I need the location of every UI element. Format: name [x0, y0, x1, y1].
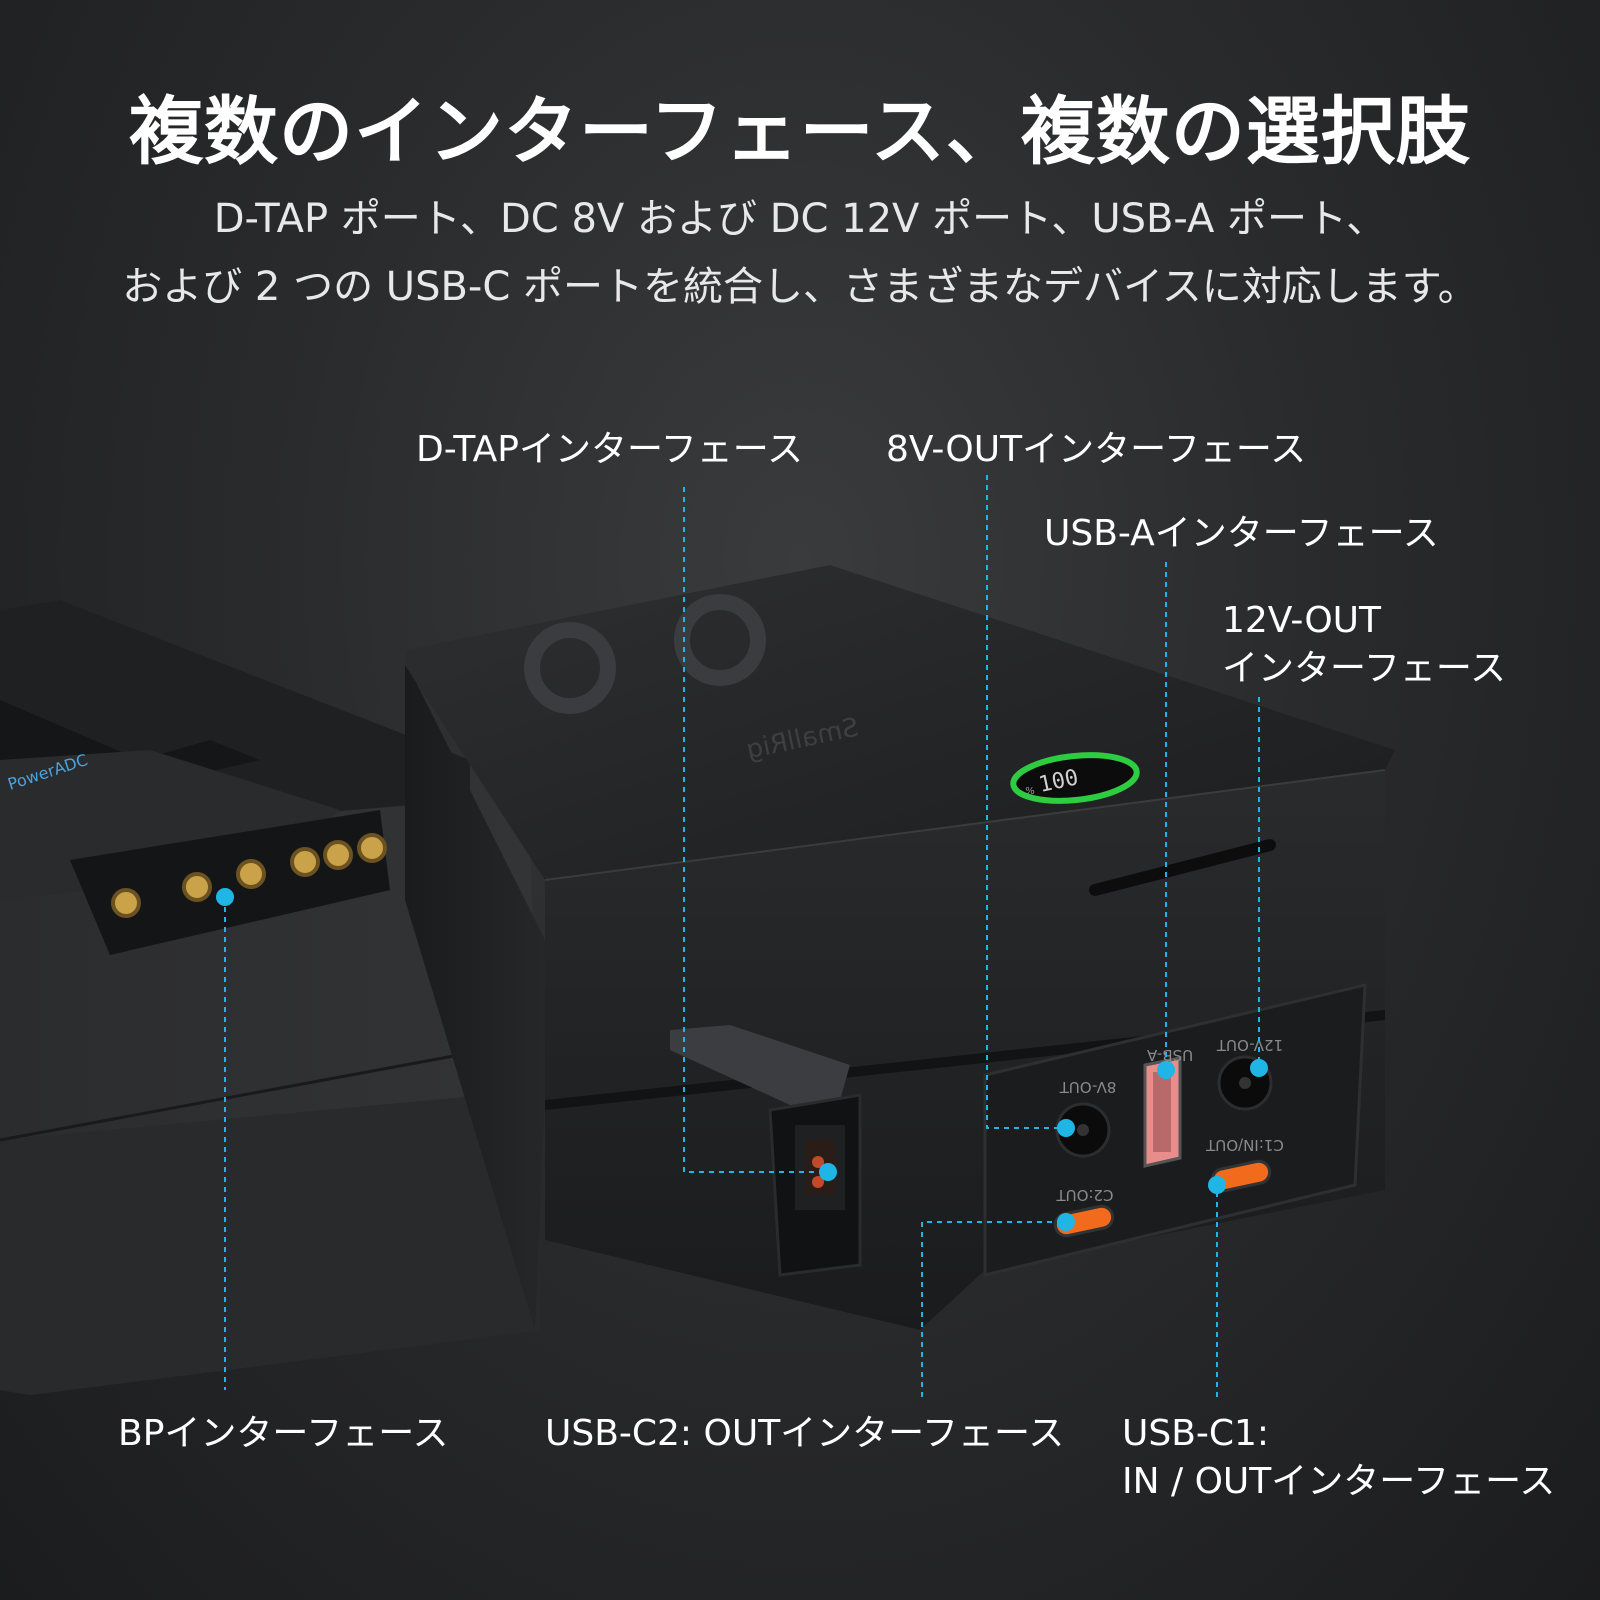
bp-contact-pins: [111, 833, 387, 918]
port-12v-label: 12V-OUT: [1216, 1036, 1283, 1054]
callout-12v-out-line1: 12V-OUT: [1222, 600, 1381, 641]
subtitle-line-2: および 2 つの USB-C ポートを統合し、さまざまなデバイスに対応します。: [122, 264, 1478, 310]
battery-display: 100 %: [1010, 752, 1140, 804]
page-title: 複数のインターフェース、複数の選択肢: [129, 89, 1471, 175]
callout-bp: BPインターフェース: [118, 1413, 449, 1454]
port-8v-out[interactable]: 8V-OUT: [1055, 1078, 1117, 1158]
port-c2-label: C2:OUT: [1056, 1186, 1114, 1204]
adapter-body: SmallRig: [405, 565, 1395, 1330]
callout-leader-lines: [224, 475, 1260, 1397]
callout-usb-c1-line2: IN / OUTインターフェース: [1122, 1461, 1556, 1502]
callout-markers: [216, 888, 1268, 1231]
callout-12v-out-line2: インターフェース: [1222, 648, 1507, 689]
port-c1-label: C1:IN/OUT: [1205, 1136, 1284, 1154]
port-usba-label: USB-A: [1146, 1046, 1193, 1064]
callout-usb-c1-line1: USB-C1:: [1122, 1413, 1270, 1454]
port-8v-label: 8V-OUT: [1059, 1078, 1117, 1096]
callout-dtap: D-TAPインターフェース: [416, 429, 803, 470]
battery-display-unit: %: [1025, 786, 1035, 797]
callout-8v-out: 8V-OUTインターフェース: [886, 429, 1307, 470]
callout-usb-a: USB-Aインターフェース: [1044, 513, 1439, 554]
subtitle-line-1: D-TAP ポート、DC 8V および DC 12V ポート、USB-A ポート…: [213, 196, 1387, 242]
port-usb-a[interactable]: USB-A: [1143, 1046, 1193, 1168]
port-usb-c1[interactable]: C1:IN/OUT: [1205, 1136, 1284, 1193]
callout-usb-c2: USB-C2: OUTインターフェース: [545, 1413, 1065, 1454]
